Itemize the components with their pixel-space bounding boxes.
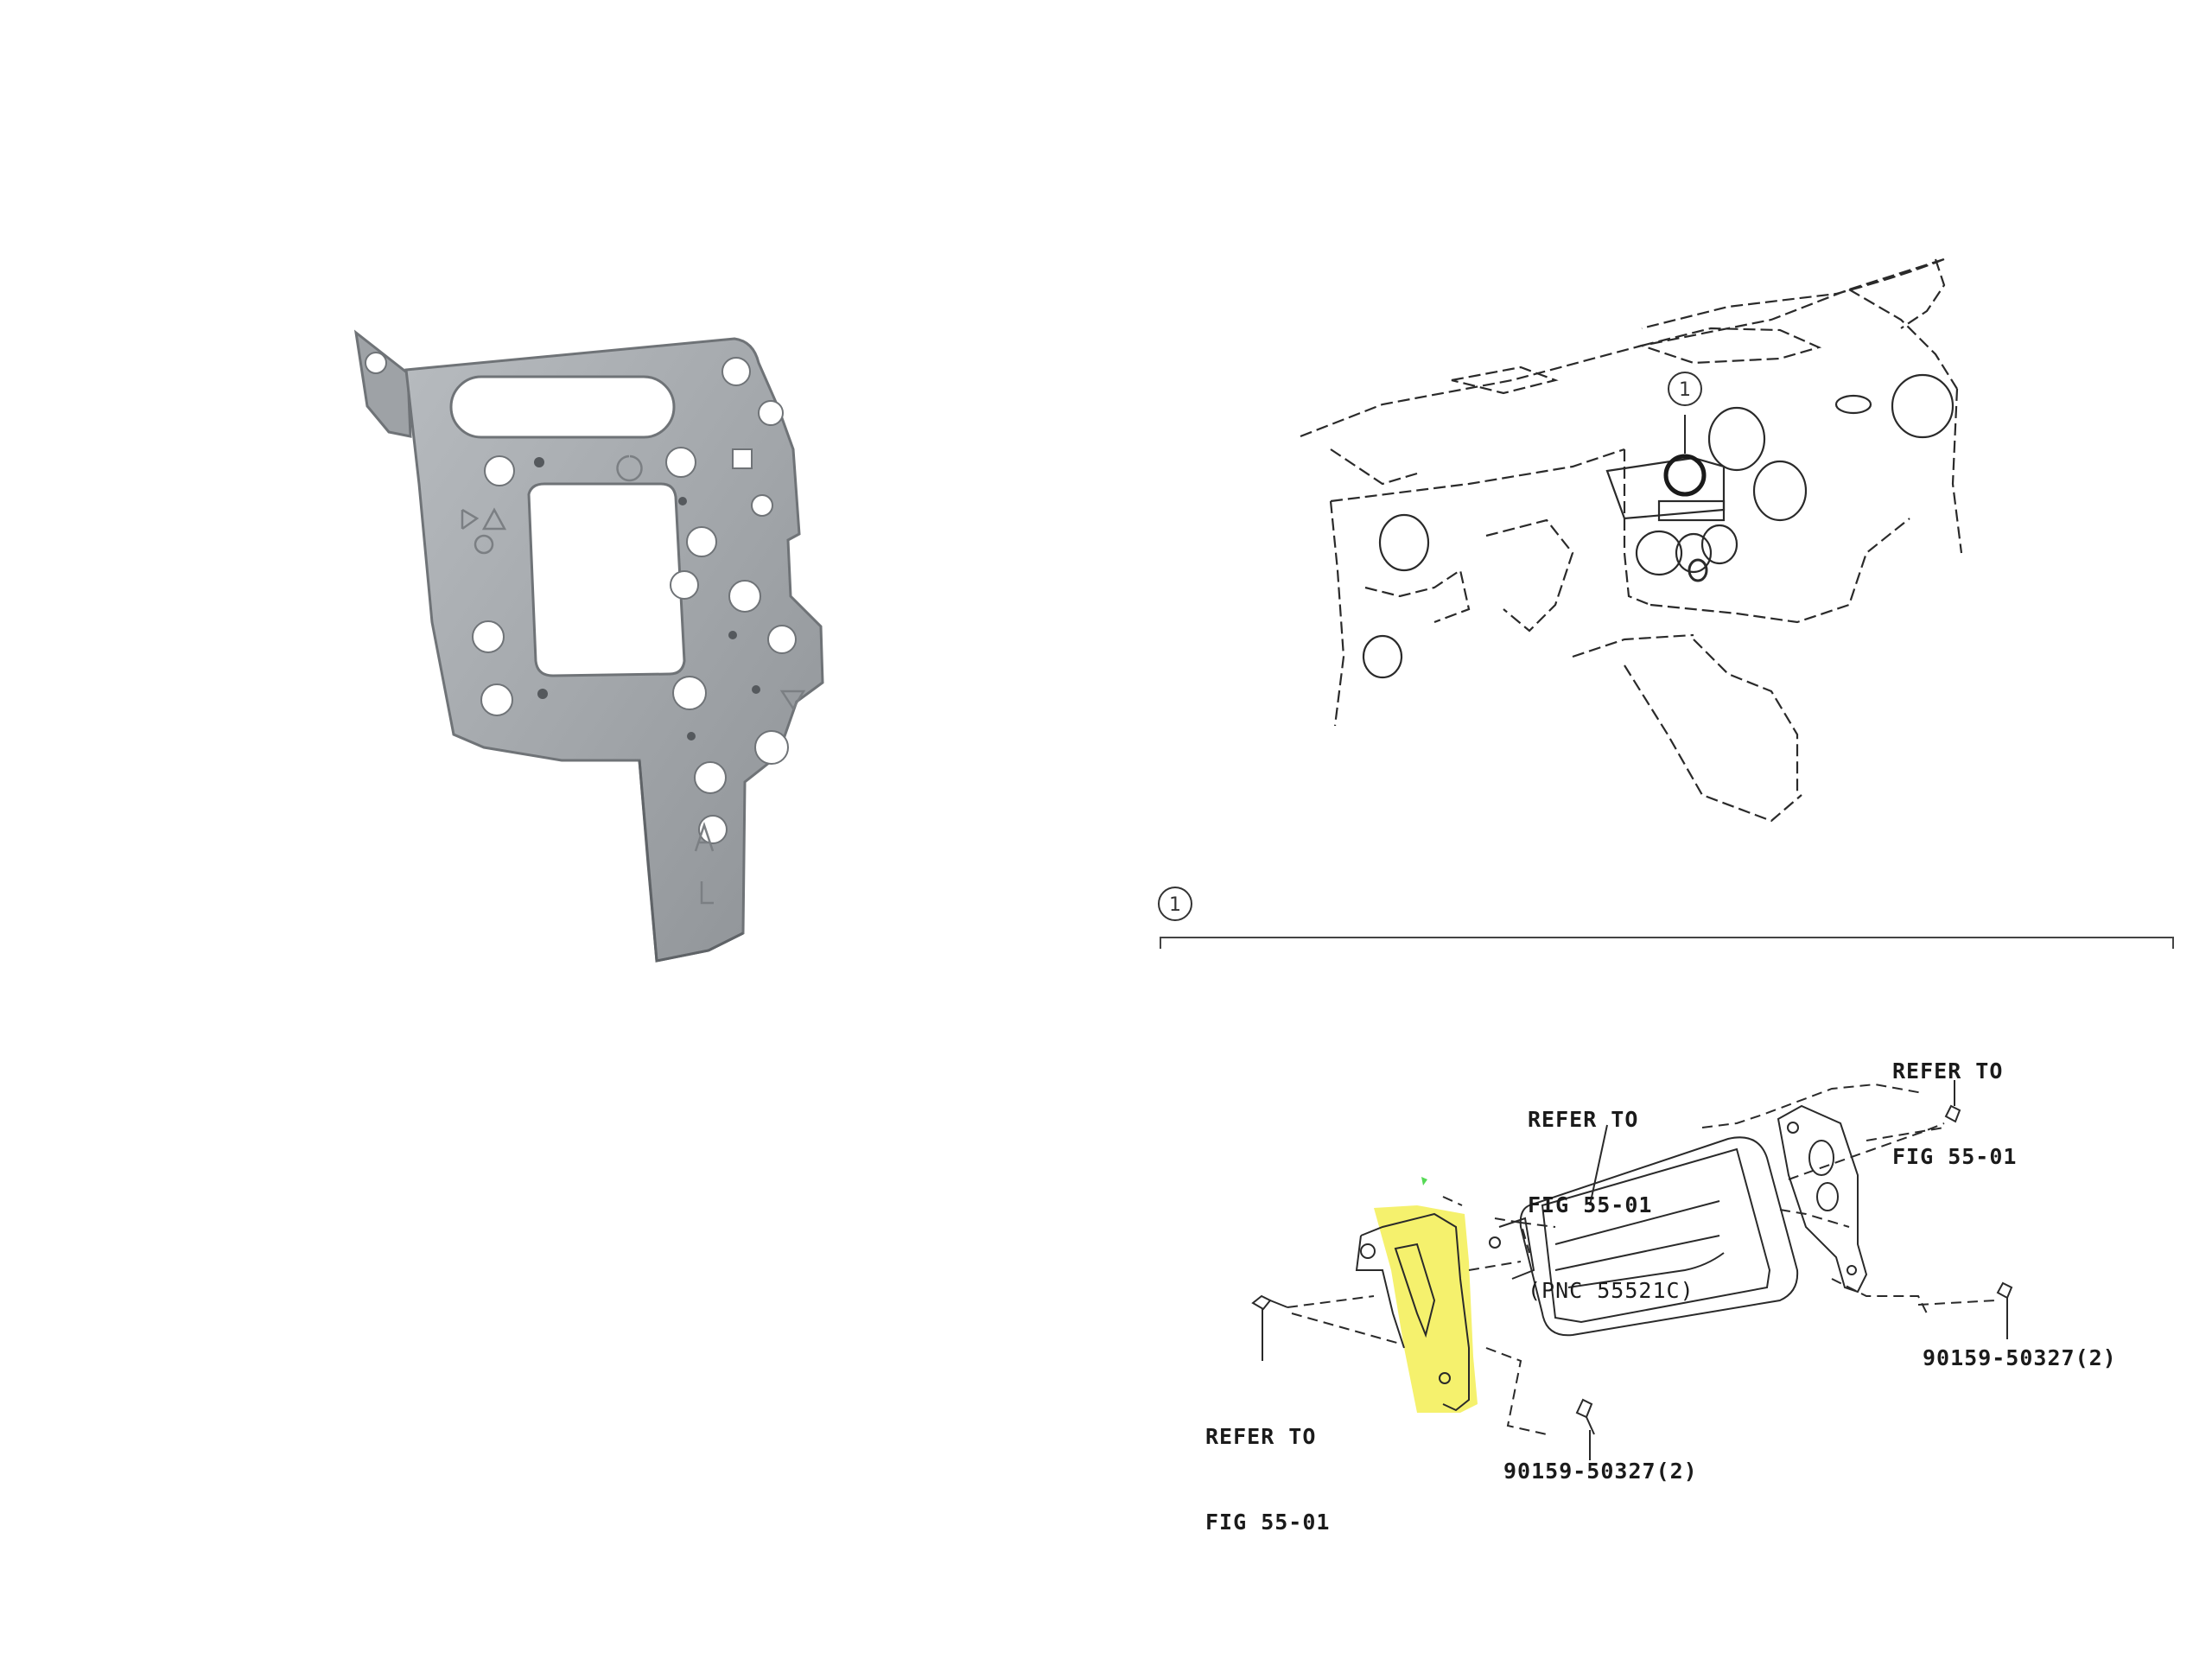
- ref-label-left: REFER TO FIG 55-01: [1205, 1365, 1330, 1565]
- ref-label-left-line1: REFER TO: [1205, 1424, 1317, 1449]
- highlighted-part: [1374, 1205, 1478, 1413]
- ref-label-right-line1: REFER TO: [1892, 1058, 2004, 1084]
- part-number-right: 90159-50327(2): [1923, 1345, 2117, 1370]
- ref-label-right-line2: FIG 55-01: [1892, 1144, 2018, 1169]
- dashboard-callout: 1: [1668, 372, 1702, 406]
- ref-label-right: REFER TO FIG 55-01: [1892, 1000, 2017, 1199]
- ref-label-left-line2: FIG 55-01: [1205, 1510, 1331, 1535]
- ref-label-center: REFER TO FIG 55-01 (PNC 55521C): [1528, 1048, 1694, 1333]
- ref-label-center-line2: FIG 55-01: [1528, 1192, 1653, 1217]
- ref-label-center-line3: (PNC 55521C): [1528, 1278, 1694, 1303]
- section-callout: 1: [1158, 887, 1192, 921]
- dashboard-location-marker: [1663, 454, 1707, 497]
- part-number-bottom: 90159-50327(2): [1503, 1459, 1698, 1484]
- bracket-plate: [353, 329, 824, 963]
- ref-label-center-line1: REFER TO: [1528, 1107, 1639, 1132]
